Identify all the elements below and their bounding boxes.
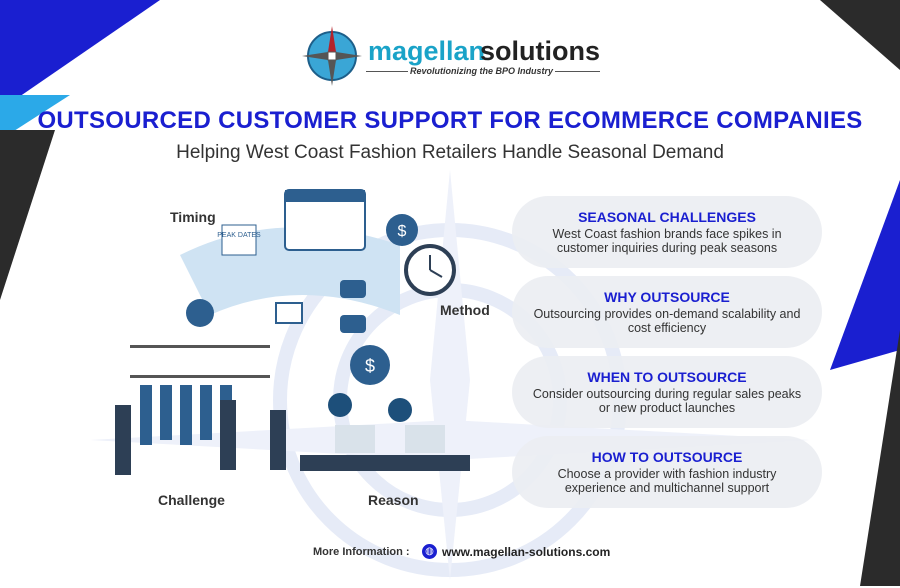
- label-method: Method: [440, 302, 490, 318]
- more-info-label: More Information :: [313, 546, 410, 558]
- phone-icon: [186, 299, 214, 327]
- label-challenge: Challenge: [158, 492, 225, 508]
- brand-tagline: Revolutionizing the BPO Industry: [408, 66, 556, 76]
- globe-icon: ◍: [422, 544, 437, 559]
- card-text: Consider outsourcing during regular sale…: [532, 387, 802, 415]
- card-title: SEASONAL CHALLENGES: [578, 209, 756, 225]
- card-text: Choose a provider with fashion industry …: [557, 467, 777, 495]
- svg-text:$: $: [365, 356, 375, 376]
- label-timing: Timing: [170, 209, 216, 225]
- support-illustration: PEAK DATES $ $: [115, 189, 470, 475]
- page-subtitle: Helping West Coast Fashion Retailers Han…: [176, 142, 724, 163]
- label-reason: Reason: [368, 492, 419, 508]
- dollar-gear-icon-2: [350, 345, 390, 385]
- mail-icon: [275, 302, 303, 324]
- page-title: OUTSOURCED CUSTOMER SUPPORT FOR ECOMMERC…: [37, 107, 863, 134]
- brand-name: magellan: [368, 36, 486, 66]
- brand-name-suffix: solutions: [480, 36, 600, 66]
- website-link[interactable]: www.magellan-solutions.com: [442, 545, 611, 559]
- dollar-gear-icon: [386, 214, 418, 246]
- card-why-outsource: WHY OUTSOURCE Outsourcing provides on-de…: [512, 276, 822, 348]
- svg-text:$: $: [398, 223, 407, 240]
- card-text: Outsourcing provides on-demand scalabili…: [533, 307, 801, 335]
- card-title: WHY OUTSOURCE: [604, 289, 730, 305]
- card-when-to-outsource: WHEN TO OUTSOURCE Consider outsourcing d…: [512, 356, 822, 428]
- peak-dates-tag: PEAK DATES: [217, 232, 261, 239]
- compass-logo-icon: [302, 26, 362, 86]
- card-seasonal-challenges: SEASONAL CHALLENGES West Coast fashion b…: [512, 196, 822, 268]
- card-how-to-outsource: HOW TO OUTSOURCE Choose a provider with …: [512, 436, 822, 508]
- card-title: HOW TO OUTSOURCE: [591, 449, 743, 465]
- card-text: West Coast fashion brands face spikes in…: [552, 227, 782, 255]
- desk: [300, 455, 470, 471]
- chat-icon: [340, 280, 366, 298]
- card-title: WHEN TO OUTSOURCE: [587, 369, 747, 385]
